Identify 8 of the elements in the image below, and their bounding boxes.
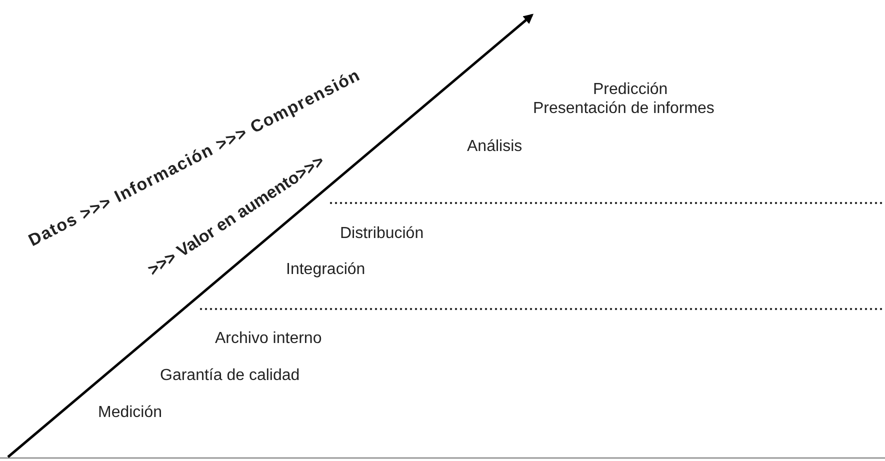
stage-label: Medición xyxy=(98,404,162,422)
stage-label: Integración xyxy=(286,261,366,279)
stage-label: Distribución xyxy=(340,225,424,243)
stage-label: Garantía de calidad xyxy=(160,367,300,385)
stage-label: Archivo interno xyxy=(215,330,322,348)
stage-label: Predicción xyxy=(593,81,668,99)
stage-label: Análisis xyxy=(467,138,522,156)
stage-label: Presentación de informes xyxy=(533,100,714,118)
